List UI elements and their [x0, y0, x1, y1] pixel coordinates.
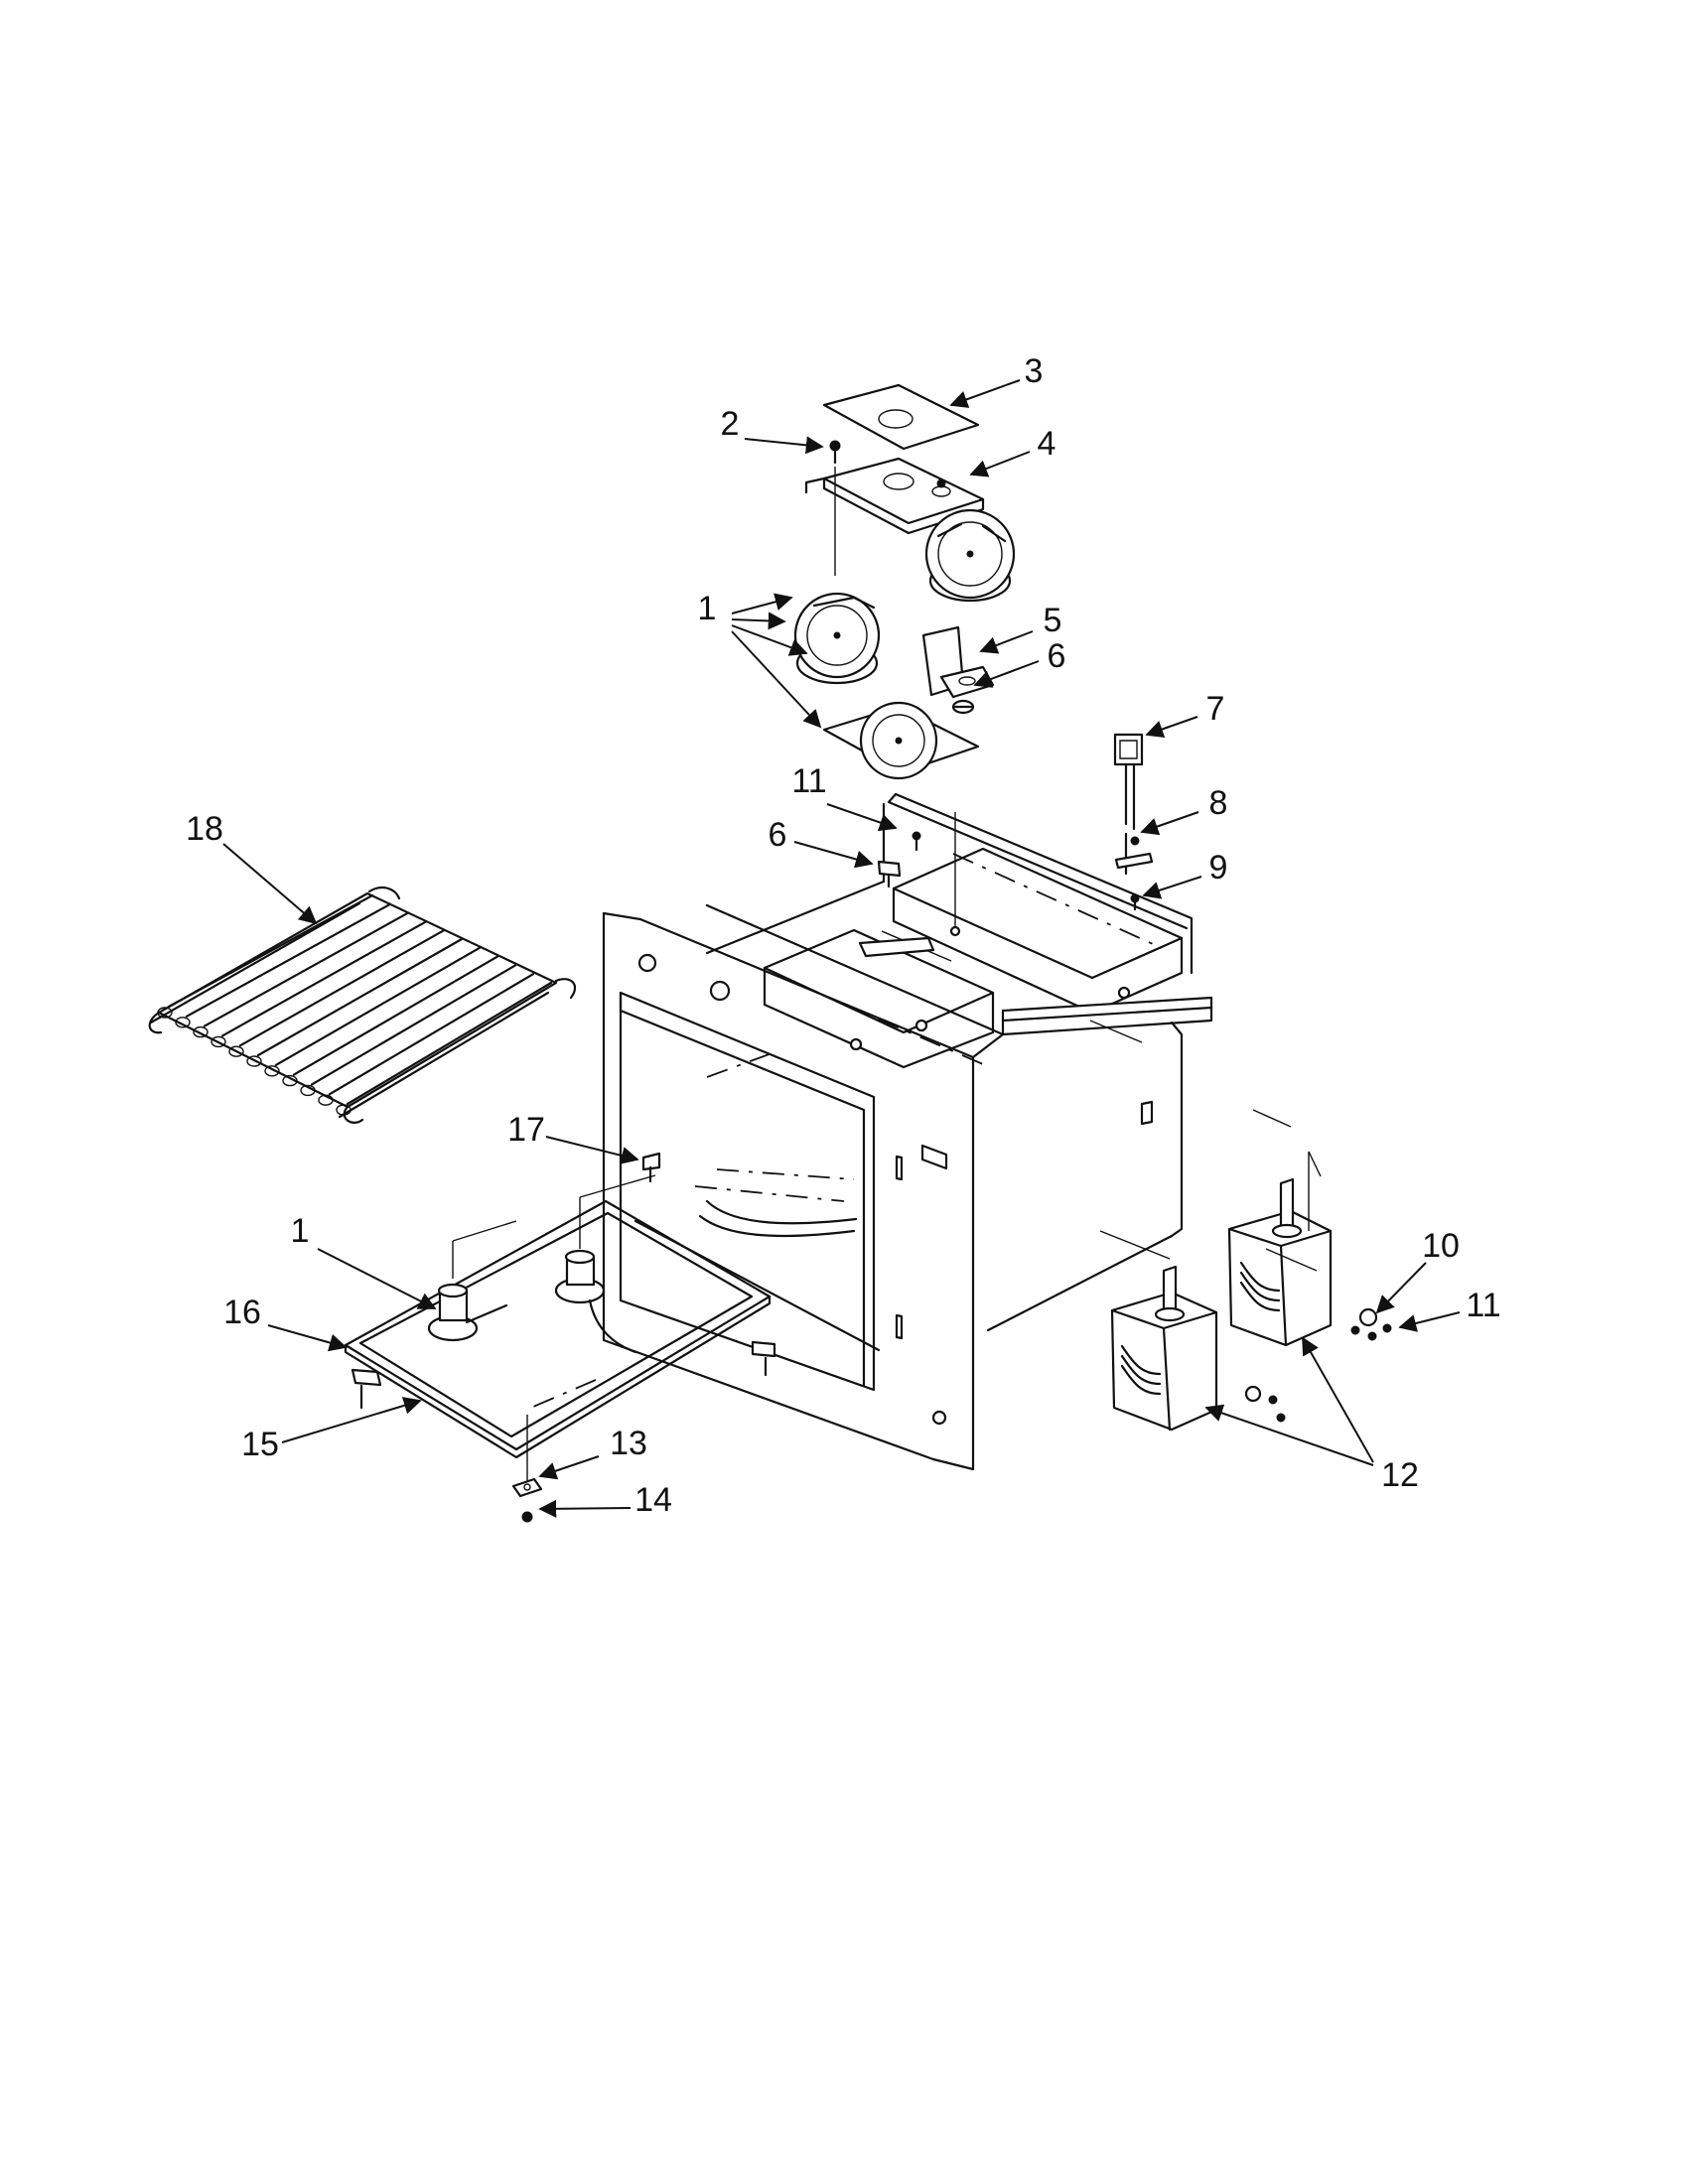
- callout-6-top: 6: [1048, 637, 1066, 675]
- part-14-screw: [521, 1415, 533, 1523]
- callout-10: 10: [1422, 1227, 1460, 1265]
- cavity-front-panel: [602, 911, 1005, 1471]
- callout-12: 12: [1381, 1456, 1419, 1494]
- part-1-lower-stirrer: [427, 1220, 517, 1342]
- part-2-screw: [829, 440, 841, 465]
- part-18-oven-rack: [148, 886, 577, 1124]
- part-4-mounting-plate: [804, 457, 985, 535]
- part-3-cover-plate: [822, 383, 980, 451]
- cavity-right-side: [986, 1020, 1184, 1332]
- callout-1-top: 1: [698, 590, 717, 627]
- part-17-fastener: [641, 1152, 661, 1183]
- part-8-nut: [1114, 832, 1154, 876]
- part-1-stirrer-upper-right: [924, 508, 1016, 603]
- callout-17: 17: [507, 1111, 545, 1149]
- callout-8: 8: [1209, 784, 1228, 822]
- callout-18: 18: [186, 810, 223, 848]
- callout-6-mid: 6: [769, 816, 787, 854]
- callout-13: 13: [610, 1425, 647, 1462]
- part-7-terminal-block: [1113, 733, 1144, 831]
- callout-7: 7: [1206, 690, 1225, 728]
- leader-lines: [222, 379, 1461, 1518]
- callout-2: 2: [721, 405, 740, 443]
- callout-5: 5: [1044, 602, 1062, 639]
- cavity-top-frame: [705, 792, 1213, 1069]
- part-15-16-bottom-tray: [344, 1051, 881, 1459]
- part-11-screw-lower: [1382, 1323, 1392, 1333]
- callout-11-bottom: 11: [1466, 1287, 1500, 1324]
- callout-11-top: 11: [791, 762, 826, 800]
- tray-element: [525, 1174, 656, 1411]
- part-12-magnetron-front: [1099, 1230, 1286, 1432]
- part-13-clip: [511, 1477, 543, 1498]
- part-6-thermostat-upper: [951, 699, 975, 715]
- part-12-magnetron-rear: [1227, 1109, 1377, 1347]
- part-5-bracket: [921, 625, 995, 699]
- callout-3: 3: [1025, 352, 1044, 390]
- part-6-thermostat-lower: [877, 860, 902, 888]
- part-10-thermal-cutout: [1358, 1307, 1378, 1327]
- callout-labels: 1 2 3 4 5 6 7 8 9 11 6 18 17 1 16 15 13 …: [186, 352, 1501, 1519]
- callout-4: 4: [1038, 425, 1056, 463]
- callout-1-bottom: 1: [291, 1212, 310, 1250]
- callout-15: 15: [241, 1426, 279, 1463]
- part-1-stirrer-plate: [822, 701, 980, 780]
- callout-9: 9: [1209, 849, 1228, 887]
- part-11-screw-upper: [912, 831, 921, 852]
- callout-14: 14: [634, 1481, 672, 1519]
- callout-16: 16: [223, 1294, 261, 1331]
- part-1-stirrer-middle: [793, 592, 881, 685]
